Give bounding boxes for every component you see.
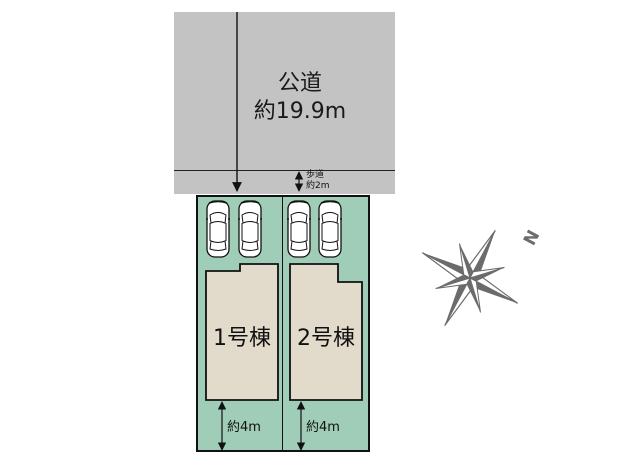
parking-car-icon <box>205 200 231 258</box>
house-1-label: 1号棟 <box>213 326 271 351</box>
setback-label-1: 約4m <box>227 420 261 435</box>
parking-car-icon <box>317 200 343 258</box>
sidewalk-name: 歩道 <box>306 170 325 180</box>
house-2-footprint <box>289 263 363 401</box>
sidewalk-label: 歩道 約2m <box>306 170 330 192</box>
parking-car-icon <box>237 200 263 258</box>
public-road <box>174 12 395 170</box>
sidewalk-width: 約2m <box>306 181 330 191</box>
house-2-label: 2号棟 <box>297 326 355 351</box>
sidewalk <box>174 170 395 194</box>
house-1-footprint <box>205 263 279 401</box>
setback-label-2: 約4m <box>306 420 340 435</box>
parking-car-icon <box>286 200 312 258</box>
compass-north-icon <box>421 229 519 327</box>
road-name: 公道 <box>277 71 322 96</box>
road-width: 約19.9m <box>253 99 347 124</box>
public-road-label: 公道 約19.9m <box>230 70 370 126</box>
